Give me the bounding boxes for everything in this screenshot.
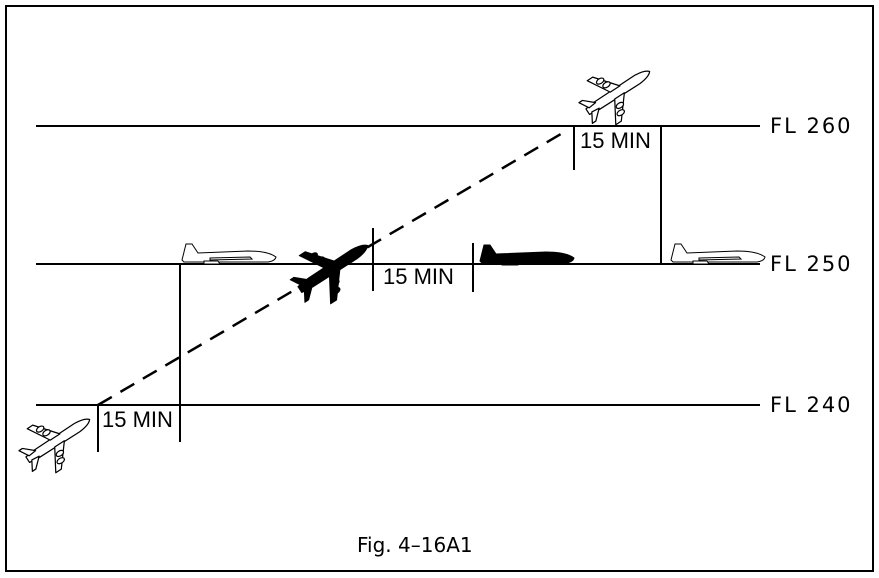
level-aircraft-icon <box>181 243 277 265</box>
lower-separation-label: 15 MIN <box>102 407 173 432</box>
climbing-aircraft-icon <box>10 396 105 484</box>
fl-250-label: FL 250 <box>770 252 853 276</box>
upper-separation-label: 15 MIN <box>580 128 651 153</box>
climbing-aircraft-black-icon <box>281 220 384 316</box>
middle-separation-label: 15 MIN <box>383 264 454 289</box>
level-aircraft-icon <box>670 243 766 265</box>
level-aircraft-black-icon <box>479 244 575 266</box>
figure-caption: Fig. 4–16A1 <box>357 533 473 557</box>
climbing-aircraft-icon <box>570 48 665 136</box>
fl-260-label: FL 260 <box>770 114 853 138</box>
figure-frame <box>5 5 874 572</box>
fl-240-label: FL 240 <box>770 393 853 417</box>
